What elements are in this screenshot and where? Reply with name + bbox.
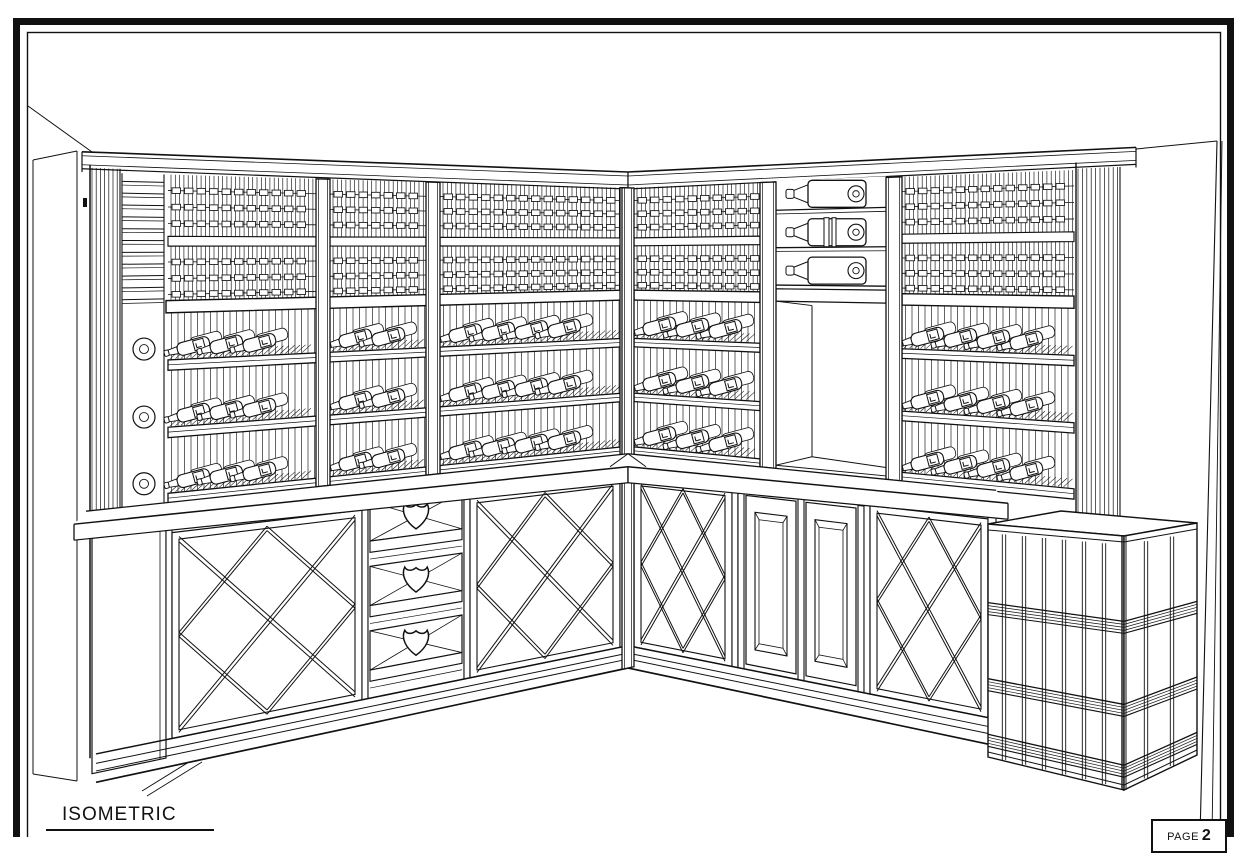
cabinet-stile xyxy=(362,506,368,700)
right-end-side-slats xyxy=(1076,163,1120,523)
rack-post xyxy=(622,188,634,670)
rack-post xyxy=(426,182,440,475)
diamond-bin xyxy=(634,479,732,666)
page-number: 2 xyxy=(1202,827,1211,844)
door-leaf xyxy=(806,502,856,685)
cabinet-stile xyxy=(464,494,470,679)
view-title: ISOMETRIC xyxy=(62,804,177,826)
view-title-underline xyxy=(46,829,214,831)
bottle-grid-bay xyxy=(634,183,760,292)
double-doors xyxy=(738,488,864,693)
diamond-bin xyxy=(172,510,362,738)
rack-post xyxy=(316,179,330,487)
rack-post xyxy=(760,182,776,468)
display-rack-bay xyxy=(629,300,760,468)
diamond-bin xyxy=(470,479,620,677)
rack-post xyxy=(886,177,902,481)
cabinet-stile xyxy=(166,529,172,740)
drawer-stack xyxy=(368,491,464,698)
diamond-bin xyxy=(870,506,988,718)
magnum-display-niche xyxy=(776,176,886,479)
door-leaf xyxy=(746,495,796,673)
case-storage-rack xyxy=(988,511,1197,790)
page-label: PAGE xyxy=(1167,831,1199,843)
cabinet-stile xyxy=(864,502,870,694)
cabinet-stile xyxy=(732,487,738,668)
